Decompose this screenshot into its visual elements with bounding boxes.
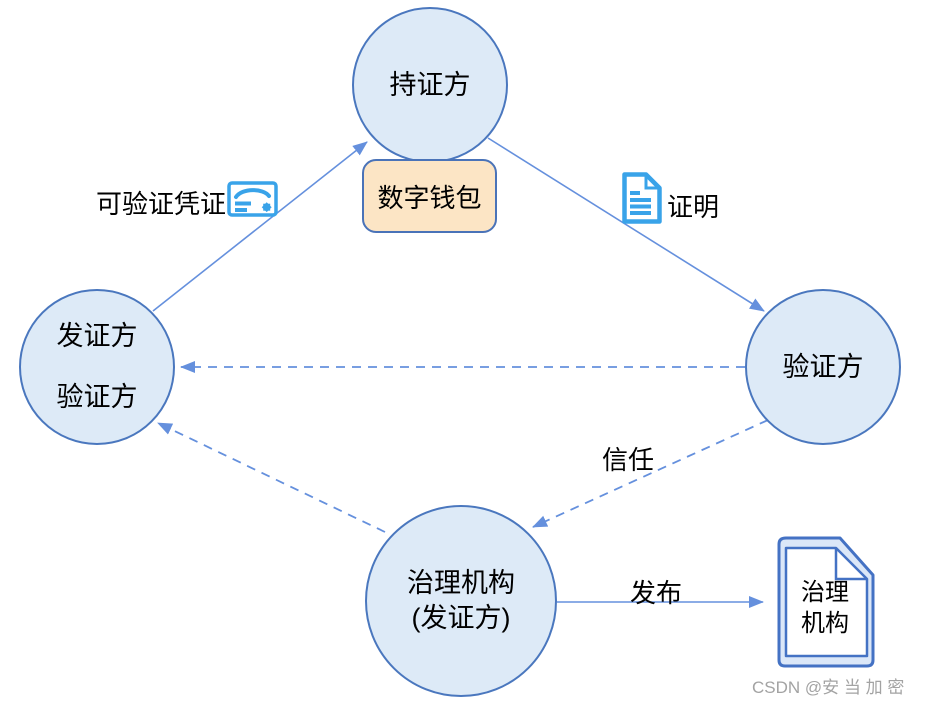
node-holder-label: 持证方 bbox=[389, 70, 471, 100]
digital-wallet-box: 数字钱包 bbox=[362, 159, 497, 233]
proof-document-icon bbox=[622, 172, 662, 224]
node-issuer-label: 发证方 bbox=[56, 321, 138, 351]
digital-wallet-label: 数字钱包 bbox=[377, 182, 482, 213]
node-governance-sublabel: (发证方) bbox=[411, 603, 511, 633]
watermark-text: CSDN @安 当 加 密 bbox=[752, 678, 905, 697]
proof-edge-label: 证明 bbox=[667, 192, 720, 222]
edge-trust-dashed-arrow bbox=[532, 419, 769, 528]
edge-credential-arrow bbox=[152, 141, 368, 312]
edge-proof-arrow bbox=[487, 137, 765, 312]
node-verifier-label: 验证方 bbox=[782, 352, 864, 382]
node-governance-label: 治理机构 bbox=[407, 568, 515, 598]
node-governance: 治理机构 (发证方) bbox=[365, 505, 557, 697]
credential-card-icon bbox=[227, 181, 278, 217]
publish-edge-label: 发布 bbox=[630, 578, 683, 608]
node-verifier: 验证方 bbox=[745, 289, 901, 445]
node-holder: 持证方 bbox=[352, 7, 508, 163]
governance-document-line2: 机构 bbox=[801, 610, 849, 637]
edge-governance-to-issuer-dashed-arrow bbox=[157, 422, 386, 533]
governance-document-label: 治理 机构 bbox=[775, 577, 875, 639]
trust-edge-label: 信任 bbox=[602, 445, 655, 475]
governance-document-icon bbox=[777, 536, 875, 668]
governance-document-line1: 治理 bbox=[801, 579, 849, 606]
node-verifier-role-label: 验证方 bbox=[56, 382, 138, 412]
credential-edge-label: 可验证凭证 bbox=[96, 189, 227, 219]
node-issuer-verifier: 发证方 验证方 bbox=[19, 289, 175, 445]
